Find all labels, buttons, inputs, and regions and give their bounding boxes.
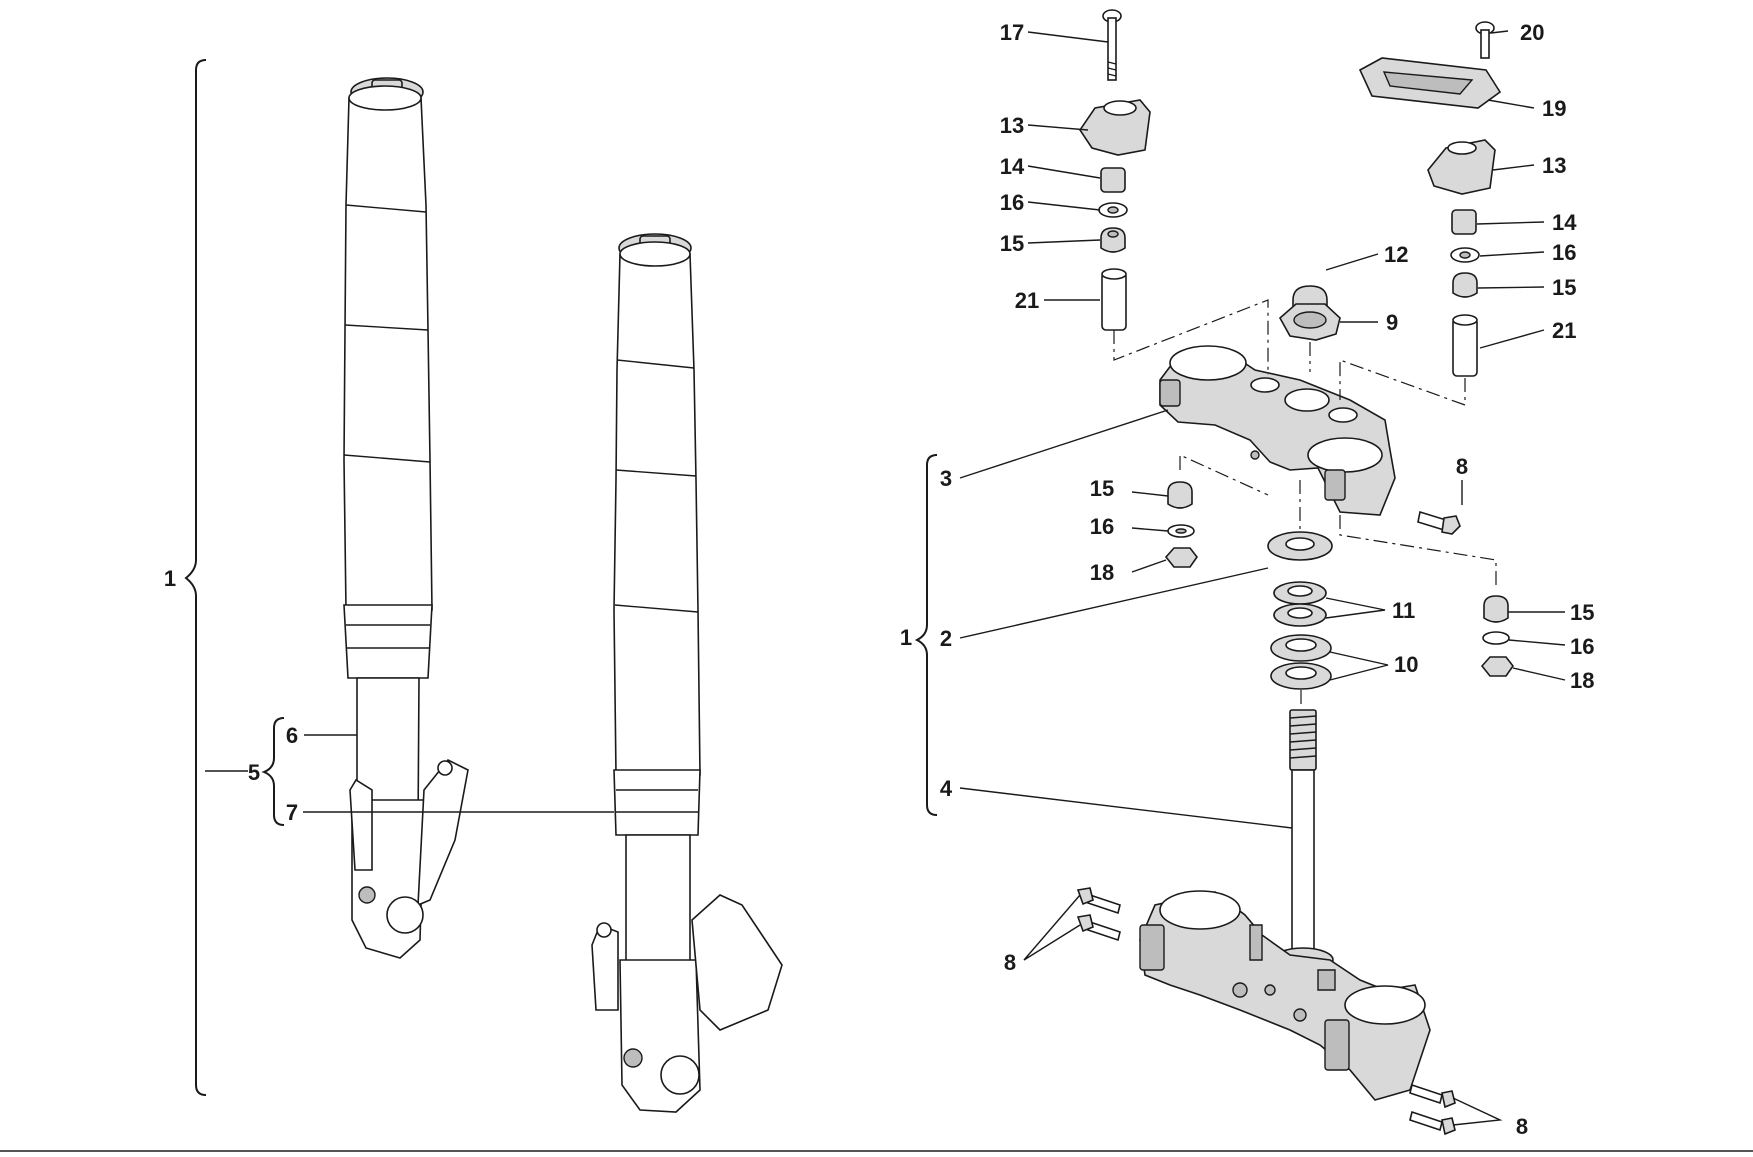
callout-8-top: 8 xyxy=(1456,454,1468,479)
callout-labels: 1 5 6 7 17 13 14 16 15 21 20 19 13 14 16… xyxy=(164,20,1595,1139)
callout-16-right: 16 xyxy=(1552,240,1576,265)
leader-lines xyxy=(205,30,1566,1126)
pinch-bolt-top-right xyxy=(1417,510,1461,535)
callout-18-lower-left: 18 xyxy=(1090,560,1114,585)
brace-assembly-1 xyxy=(184,59,207,1096)
callout-8-bottom-left: 8 xyxy=(1004,950,1016,975)
mount-stack-left xyxy=(1164,481,1198,568)
mount-stack-right xyxy=(1480,595,1514,677)
callout-4: 4 xyxy=(940,776,953,801)
callout-10: 10 xyxy=(1394,652,1418,677)
fork-leg-right xyxy=(591,233,783,1113)
callout-5: 5 xyxy=(248,760,260,785)
callout-16-left: 16 xyxy=(1000,190,1024,215)
callout-3: 3 xyxy=(940,466,952,491)
callout-1-left: 1 xyxy=(164,566,176,591)
callout-15-lower-left: 15 xyxy=(1090,476,1114,501)
alignment-lines xyxy=(1113,299,1497,708)
callout-11: 11 xyxy=(1392,598,1415,623)
callout-6: 6 xyxy=(286,723,298,748)
handlebar-clamp-left-stack xyxy=(1079,9,1151,331)
callout-21-right: 21 xyxy=(1552,318,1576,343)
callout-13-left: 13 xyxy=(1000,113,1024,138)
callout-15-right: 15 xyxy=(1552,275,1576,300)
callout-15-lower-right: 15 xyxy=(1570,600,1594,625)
callout-2: 2 xyxy=(940,626,952,651)
callout-20: 20 xyxy=(1520,20,1544,45)
callout-1-right: 1 xyxy=(900,625,912,650)
fork-leg-left xyxy=(343,77,469,959)
callout-15-left: 15 xyxy=(1000,231,1024,256)
brace-steering-1 xyxy=(914,454,938,816)
steering-stem-bottom-yoke xyxy=(1139,709,1431,1101)
callout-17: 17 xyxy=(1000,20,1024,45)
handlebar-clamp-right-stack xyxy=(1358,21,1502,377)
callout-14-right: 14 xyxy=(1552,210,1577,235)
steering-bearings xyxy=(1267,531,1333,690)
callout-16-lower-left: 16 xyxy=(1090,514,1114,539)
callout-13-right: 13 xyxy=(1542,153,1566,178)
callout-19: 19 xyxy=(1542,96,1566,121)
page-bottom-rule xyxy=(0,1150,1753,1152)
callout-18-lower-right: 18 xyxy=(1570,668,1594,693)
callout-16-lower-right: 16 xyxy=(1570,634,1594,659)
callout-21-left: 21 xyxy=(1015,288,1039,313)
brace-assembly-5 xyxy=(261,717,285,826)
steering-head-top xyxy=(1159,285,1396,516)
callout-12: 12 xyxy=(1384,242,1408,267)
callout-14-left: 14 xyxy=(1000,154,1025,179)
callout-9: 9 xyxy=(1386,310,1398,335)
callout-8-bottom-right: 8 xyxy=(1516,1114,1528,1139)
pinch-bolts-bottom xyxy=(1076,887,1456,1136)
callout-7: 7 xyxy=(286,800,298,825)
